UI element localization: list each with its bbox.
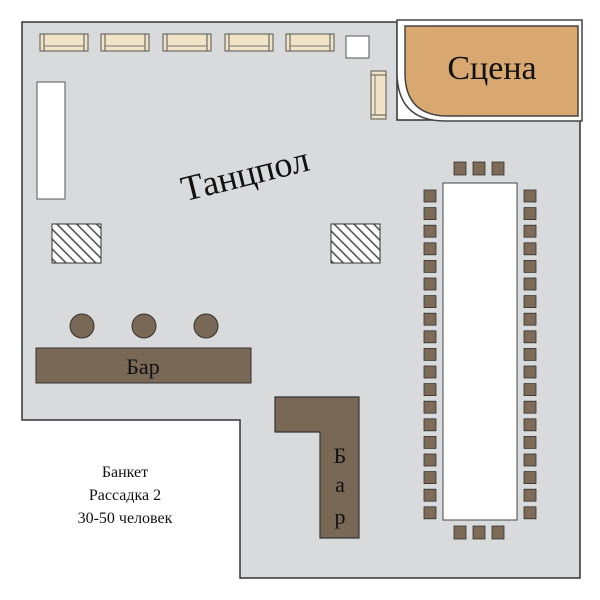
bar-stool [69, 313, 95, 339]
chair [423, 347, 437, 361]
bar-vertical-letter: Б [334, 443, 347, 468]
bar-stool [193, 313, 219, 339]
chair [423, 435, 437, 449]
chair [523, 418, 537, 432]
chair [423, 330, 437, 344]
chair [423, 207, 437, 221]
chair [423, 277, 437, 291]
chair [523, 453, 537, 467]
chair [423, 418, 437, 432]
banquet-chairs [423, 161, 537, 540]
small-cabinet [345, 35, 370, 59]
stage-label: Сцена [447, 50, 536, 87]
chair [423, 365, 437, 379]
chair [523, 347, 537, 361]
chair [423, 259, 437, 273]
side-sofa [370, 70, 387, 120]
bar-counter-horizontal: Бар [35, 347, 252, 384]
caption-layout: Рассадка 2 [88, 487, 162, 504]
chair [523, 383, 537, 397]
stage: Сцена [396, 19, 583, 122]
chair [423, 224, 437, 238]
chair [523, 435, 537, 449]
chair [491, 161, 505, 176]
chair [453, 161, 467, 176]
sofa [285, 33, 335, 52]
chair [523, 312, 537, 326]
chair [423, 312, 437, 326]
chair [423, 242, 437, 256]
bar-counter-l-shaped: Б а р [274, 396, 360, 539]
caption-title: Банкет [101, 464, 149, 481]
chair [523, 330, 537, 344]
banquet-table [442, 182, 518, 521]
column [51, 223, 102, 264]
chair [423, 506, 437, 520]
chair [472, 525, 486, 540]
chair [523, 224, 537, 238]
chair [423, 453, 437, 467]
chair [523, 471, 537, 485]
chair [523, 488, 537, 502]
top-sofas [39, 33, 335, 52]
chair [523, 506, 537, 520]
chair [423, 189, 437, 203]
chair [423, 471, 437, 485]
caption-capacity: 30-50 человек [77, 510, 173, 527]
chair [523, 400, 537, 414]
bar-vertical-letter: р [335, 504, 346, 529]
chair [423, 295, 437, 309]
chair [523, 259, 537, 273]
chair [491, 525, 505, 540]
caption: Банкет Рассадка 2 30-50 человек [40, 461, 210, 530]
bar-label: Бар [126, 354, 159, 379]
sofa [100, 33, 150, 52]
chair [523, 207, 537, 221]
left-cabinet [36, 81, 66, 200]
sofa [224, 33, 274, 52]
chair [523, 365, 537, 379]
sofa [39, 33, 89, 52]
bar-stool [131, 313, 157, 339]
chair [423, 400, 437, 414]
chair [523, 242, 537, 256]
column [330, 223, 381, 264]
chair [423, 383, 437, 397]
chair [523, 295, 537, 309]
sofa [162, 33, 212, 52]
chair [523, 277, 537, 291]
chair [472, 161, 486, 176]
chair [523, 189, 537, 203]
bar-vertical-letter: а [335, 472, 345, 497]
chair [423, 488, 437, 502]
chair [453, 525, 467, 540]
